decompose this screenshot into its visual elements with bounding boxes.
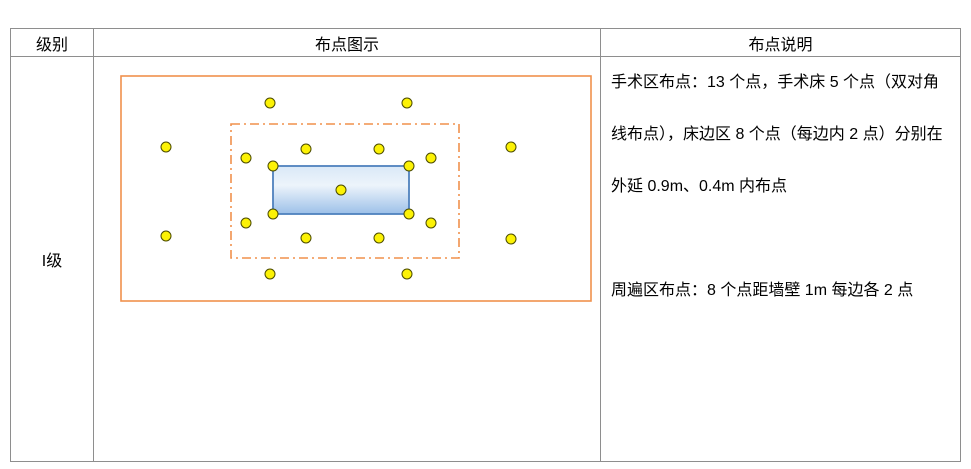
sample-point-dot-bed xyxy=(335,184,347,196)
header-description: 布点说明 xyxy=(600,28,961,57)
sample-point-dot-perimeter_zone xyxy=(160,141,172,153)
description-cell: 手术区布点：13 个点，手术床 5 个点（双对角线布点），床边区 8 个点（每边… xyxy=(600,56,961,462)
perimeter-zone-rect xyxy=(120,75,592,302)
surgical-zone-dash-rect xyxy=(230,123,460,259)
sample-point-dot-perimeter_zone xyxy=(505,141,517,153)
sample-point-dot-bedside_zone xyxy=(300,143,312,155)
sample-point-dot-perimeter_zone xyxy=(264,268,276,280)
header-row: 级别 布点图示 布点说明 xyxy=(10,28,961,57)
header-level: 级别 xyxy=(10,28,94,57)
sample-point-dot-perimeter_zone xyxy=(401,97,413,109)
sample-point-dot-bedside_zone xyxy=(425,217,437,229)
sample-point-dot-perimeter_zone xyxy=(401,268,413,280)
level-cell: I级 xyxy=(10,56,94,462)
sample-point-dot-bed xyxy=(403,208,415,220)
sample-point-dot-bedside_zone xyxy=(240,217,252,229)
description-para1: 手术区布点：13 个点，手术床 5 个点（双对角线布点），床边区 8 个点（每边… xyxy=(611,74,943,195)
sampling-point-table: 级别 布点图示 布点说明 I级 手术区布点 xyxy=(10,28,961,462)
body-row: I级 手术区布点：13 个点，手术床 5 个点（双对角线布点），床边区 8 个点… xyxy=(10,56,961,462)
sample-point-dot-bed xyxy=(267,160,279,172)
diagram-svg xyxy=(120,75,592,302)
description-para2: 周遍区布点：8 个点距墙壁 1m 每边各 2 点 xyxy=(611,282,914,299)
sample-point-dot-bed xyxy=(267,208,279,220)
sample-point-dot-bedside_zone xyxy=(300,232,312,244)
sample-point-dot-bedside_zone xyxy=(373,143,385,155)
sample-point-dot-bedside_zone xyxy=(425,152,437,164)
sample-point-dot-perimeter_zone xyxy=(264,97,276,109)
sample-point-dot-bedside_zone xyxy=(373,232,385,244)
sample-point-dot-perimeter_zone xyxy=(160,230,172,242)
sample-point-dot-bed xyxy=(403,160,415,172)
diagram-cell xyxy=(93,56,601,462)
sample-point-dot-perimeter_zone xyxy=(505,233,517,245)
sample-point-dot-bedside_zone xyxy=(240,152,252,164)
header-diagram: 布点图示 xyxy=(93,28,601,57)
